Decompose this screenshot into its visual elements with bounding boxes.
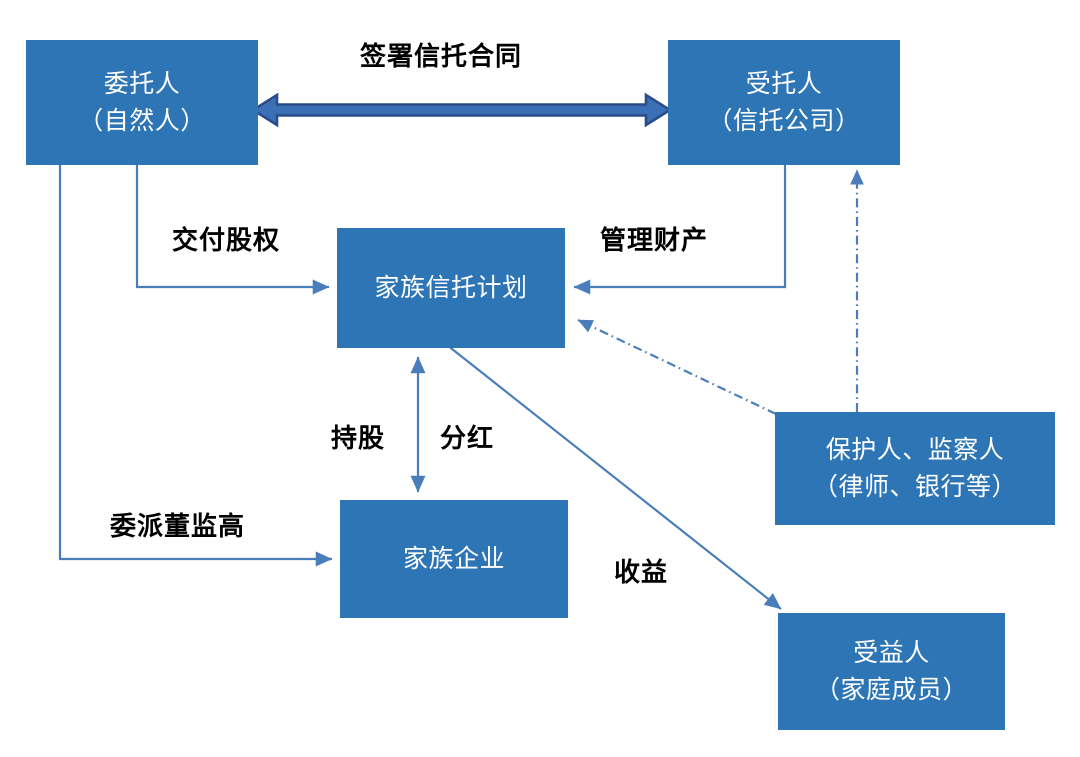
node-trust-plan-line-1: 家族信托计划 <box>374 273 528 302</box>
node-beneficiary[interactable]: 受益人 （家庭成员） <box>778 613 1005 730</box>
edge-label-deliver-equity: 交付股权 <box>172 225 281 255</box>
edge-label-appoint-officers: 委派董监高 <box>110 511 246 541</box>
node-protector-line-2: （律师、银行等） <box>812 472 1017 501</box>
edge-label-sign-contract: 签署信托合同 <box>360 41 523 71</box>
node-trustee[interactable]: 受托人 （信托公司） <box>668 40 900 165</box>
node-beneficiary-line-2: （家庭成员） <box>814 675 968 704</box>
edge-label-proceeds: 收益 <box>614 557 669 587</box>
connector-deliver-equity-arrow <box>135 165 330 295</box>
edge-label-hold-shares: 持股 <box>331 423 386 453</box>
node-trustee-line-1: 受托人 <box>745 70 823 99</box>
node-settlor[interactable]: 委托人 （自然人） <box>26 40 258 165</box>
node-trustee-line-2: （信托公司） <box>707 106 861 135</box>
node-family-business-line-1: 家族企业 <box>402 544 505 573</box>
node-settlor-line-2: （自然人） <box>78 106 206 135</box>
node-settlor-line-1: 委托人 <box>103 70 181 99</box>
node-trust-plan[interactable]: 家族信托计划 <box>337 228 565 348</box>
node-beneficiary-line-1: 受益人 <box>853 639 930 668</box>
connector-sign-contract-arrow <box>250 92 673 128</box>
node-family-business[interactable]: 家族企业 <box>340 500 568 618</box>
connector-manage-assets-arrow <box>573 165 787 295</box>
connector-appoint-officers-arrow <box>58 165 333 567</box>
connector-proceeds-arrow <box>446 344 782 610</box>
connector-supervise-plan-arrow <box>577 319 777 415</box>
node-protector[interactable]: 保护人、监察人 （律师、银行等） <box>775 412 1055 525</box>
edge-label-dividend: 分红 <box>440 423 495 453</box>
edge-label-manage-assets: 管理财产 <box>600 225 709 255</box>
node-protector-line-1: 保护人、监察人 <box>825 436 1005 465</box>
